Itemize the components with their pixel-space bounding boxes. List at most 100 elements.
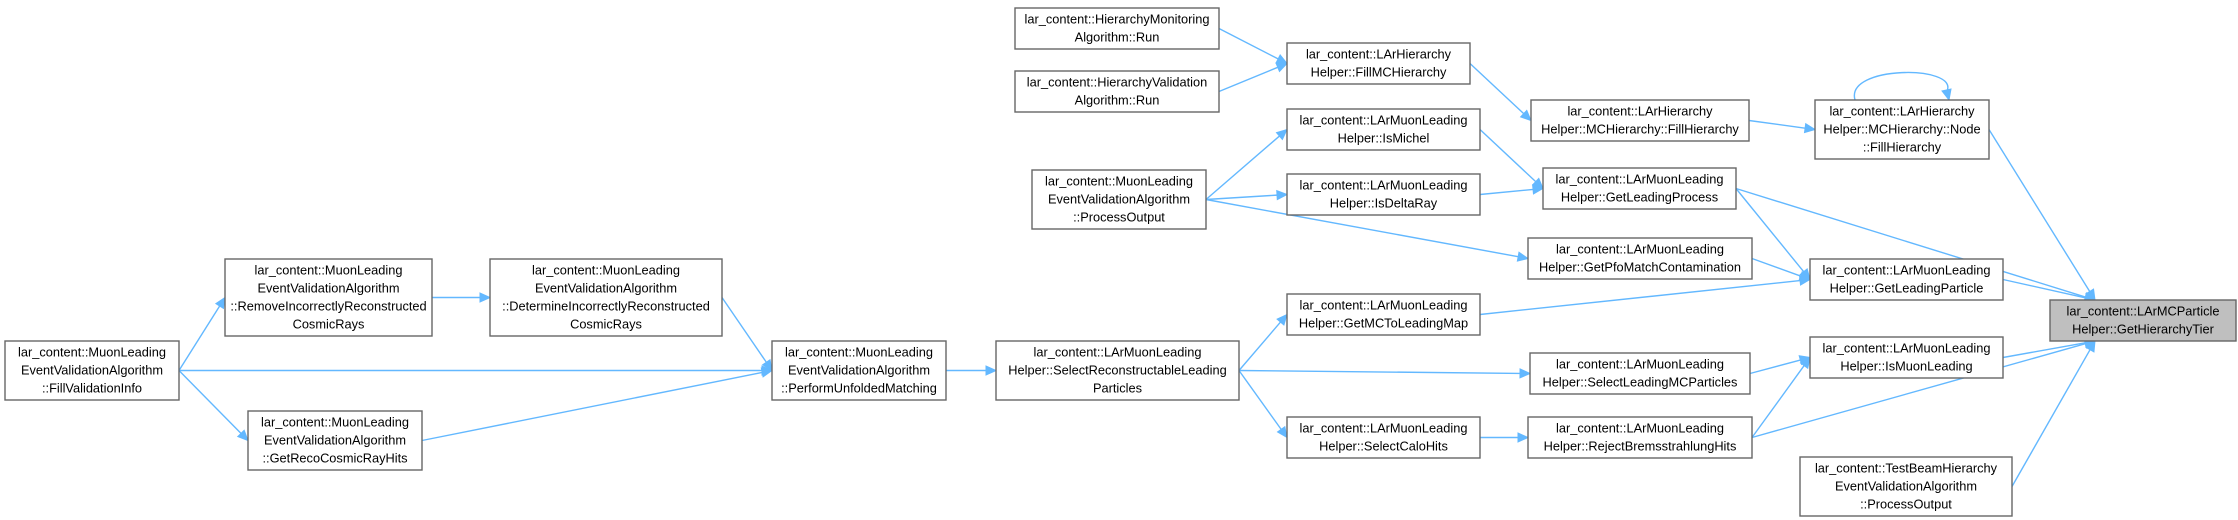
node-label-line: Helper::GetMCToLeadingMap	[1299, 316, 1468, 331]
arrowhead-determineincorrect-to-performunfolded	[761, 358, 773, 372]
node-label-line: lar_content::MuonLeading	[785, 345, 933, 360]
node-label-line: ::ProcessOutput	[1073, 210, 1165, 225]
node-label-line: Helper::GetHierarchyTier	[2072, 322, 2214, 337]
node-label-line: lar_content::LArMCParticle	[2067, 304, 2220, 319]
node-getmctoleading[interactable]: lar_content::LArMuonLeadingHelper::GetMC…	[1286, 293, 1481, 336]
arrowhead-nodefill-self-loop	[1941, 88, 1952, 102]
node-box-getpfomatch	[1527, 237, 1753, 280]
node-box-target	[2049, 299, 2237, 342]
arrowhead-rejectbrems-to-ismuonleading	[1799, 356, 1811, 370]
edge-selectleadingmc-to-ismuonleading	[1749, 359, 1801, 375]
edge-rejectbrems-to-target	[1751, 343, 2086, 439]
node-getleadingparticle[interactable]: lar_content::LArMuonLeadingHelper::GetLe…	[1809, 258, 2004, 301]
node-box-selectleadingmc	[1529, 352, 1751, 395]
edge-selectreconstructable-to-getmctoleading	[1238, 321, 1282, 371]
arrowhead-fillvalinfo-to-removeincorrect	[214, 296, 226, 310]
node-label-line: lar_content::LArMuonLeading	[1300, 421, 1468, 436]
arrowhead-fillvalinfo-to-getrecocosmic	[236, 429, 249, 442]
node-fillvalinfo[interactable]: lar_content::MuonLeadingEventValidationA…	[4, 340, 180, 401]
arrowhead-processoutput-to-ismichel	[1275, 128, 1288, 141]
node-fillmchierarchy[interactable]: lar_content::LArHierarchyHelper::FillMCH…	[1286, 42, 1471, 85]
node-selectleadingmc[interactable]: lar_content::LArMuonLeadingHelper::Selec…	[1529, 352, 1751, 395]
edge-processoutput-to-ismichel	[1205, 135, 1280, 201]
node-label-line: Helper::GetLeadingProcess	[1561, 190, 1718, 205]
arrowhead-hiervalrun-to-fillmchierarchy	[1275, 62, 1289, 73]
node-hiermonrun[interactable]: lar_content::HierarchyMonitoringAlgorith…	[1014, 7, 1220, 50]
node-testbeamprocess[interactable]: lar_content::TestBeamHierarchyEventValid…	[1799, 456, 2013, 517]
node-label-line: EventValidationAlgorithm	[788, 363, 930, 378]
node-label-line: EventValidationAlgorithm	[535, 281, 677, 296]
node-rejectbrems[interactable]: lar_content::LArMuonLeadingHelper::Rejec…	[1527, 416, 1753, 459]
arrowhead-processoutput-to-getpfomatch	[1516, 251, 1530, 262]
call-graph-edges	[178, 27, 2097, 487]
node-box-getleadingprocess	[1542, 167, 1737, 210]
node-label-line: Helper::SelectReconstructableLeading	[1008, 363, 1226, 378]
node-label-line: lar_content::MuonLeading	[255, 263, 403, 278]
node-label-line: Helper::SelectCaloHits	[1319, 439, 1448, 454]
edge-processoutput-to-getpfomatch	[1205, 198, 1519, 258]
node-target[interactable]: lar_content::LArMCParticleHelper::GetHie…	[2049, 299, 2237, 342]
arrowhead-selectreconstructable-to-selectleadingmc	[1519, 368, 1532, 379]
node-label-line: Algorithm::Run	[1075, 30, 1160, 45]
node-box-hiermonrun	[1014, 7, 1220, 50]
node-box-getrecocosmic	[247, 410, 423, 471]
node-getleadingprocess[interactable]: lar_content::LArMuonLeadingHelper::GetLe…	[1542, 167, 1737, 210]
node-label-line: EventValidationAlgorithm	[21, 363, 163, 378]
node-box-fillvalinfo	[4, 340, 180, 401]
arrowhead-getrecocosmic-to-performunfolded	[760, 367, 774, 378]
node-box-determineincorrect	[489, 258, 723, 337]
edge-ismuonleading-to-target	[2002, 342, 2086, 359]
node-getpfomatch[interactable]: lar_content::LArMuonLeadingHelper::GetPf…	[1527, 237, 1753, 280]
arrowhead-selectreconstructable-to-getmctoleading	[1276, 313, 1288, 326]
edge-getleadingparticle-to-target	[2002, 278, 2086, 299]
node-label-line: lar_content::LArHierarchy	[1567, 104, 1713, 119]
node-determineincorrect[interactable]: lar_content::MuonLeadingEventValidationA…	[489, 258, 723, 337]
node-label-line: ::ProcessOutput	[1860, 497, 1952, 512]
node-label-line: Helper::IsMichel	[1338, 131, 1430, 146]
node-box-processoutput	[1031, 169, 1207, 230]
node-label-line: Helper::MCHierarchy::Node	[1823, 122, 1980, 137]
node-ismuonleading[interactable]: lar_content::LArMuonLeadingHelper::IsMuo…	[1809, 336, 2004, 379]
node-processoutput[interactable]: lar_content::MuonLeadingEventValidationA…	[1031, 169, 1207, 230]
edge-testbeamprocess-to-target	[2011, 349, 2091, 487]
node-hiervalrun[interactable]: lar_content::HierarchyValidationAlgorith…	[1014, 70, 1220, 113]
edge-hiermonrun-to-fillmchierarchy	[1218, 27, 1279, 60]
node-label-line: Helper::IsMuonLeading	[1840, 359, 1972, 374]
edge-selectreconstructable-to-selectcalohits	[1238, 370, 1282, 430]
node-label-line: lar_content::LArMuonLeading	[1556, 242, 1724, 257]
node-performunfolded[interactable]: lar_content::MuonLeadingEventValidationA…	[771, 340, 947, 401]
edge-ismichel-to-getleadingprocess	[1479, 128, 1537, 183]
node-label-line: Helper::IsDeltaRay	[1330, 196, 1438, 211]
node-label-line: lar_content::LArMuonLeading	[1034, 345, 1202, 360]
node-box-ismichel	[1286, 108, 1481, 151]
node-label-line: lar_content::HierarchyMonitoring	[1025, 12, 1210, 27]
node-label-line: Helper::GetPfoMatchContamination	[1539, 260, 1741, 275]
node-box-removeincorrect	[224, 258, 433, 337]
node-label-line: ::PerformUnfoldedMatching	[781, 381, 937, 396]
node-label-line: CosmicRays	[570, 317, 642, 332]
node-selectcalohits[interactable]: lar_content::LArMuonLeadingHelper::Selec…	[1286, 416, 1481, 459]
node-label-line: Helper::RejectBremsstrahlungHits	[1544, 439, 1737, 454]
node-selectreconstructable[interactable]: lar_content::LArMuonLeadingHelper::Selec…	[995, 340, 1240, 401]
node-box-ismuonleading	[1809, 336, 2004, 379]
node-box-nodefill	[1814, 99, 1990, 160]
edge-mchierfill-to-nodefill	[1748, 119, 1806, 129]
node-nodefill[interactable]: lar_content::LArHierarchyHelper::MCHiera…	[1814, 99, 1990, 160]
node-box-selectcalohits	[1286, 416, 1481, 459]
arrowhead-selectreconstructable-to-selectcalohits	[1276, 425, 1288, 439]
node-box-fillmchierarchy	[1286, 42, 1471, 85]
node-label-line: ::FillValidationInfo	[42, 381, 142, 396]
node-mchierfill[interactable]: lar_content::LArHierarchyHelper::MCHiera…	[1530, 99, 1750, 142]
node-label-line: ::FillHierarchy	[1863, 140, 1942, 155]
node-label-line: lar_content::LArMuonLeading	[1556, 172, 1724, 187]
node-label-line: ::GetRecoCosmicRayHits	[262, 451, 407, 466]
node-label-line: Helper::GetLeadingParticle	[1830, 281, 1984, 296]
node-getrecocosmic[interactable]: lar_content::MuonLeadingEventValidationA…	[247, 410, 423, 471]
edge-fillmchierarchy-to-mchierfill	[1469, 62, 1525, 115]
node-ismichel[interactable]: lar_content::LArMuonLeadingHelper::IsMic…	[1286, 108, 1481, 151]
node-isdeltaray[interactable]: lar_content::LArMuonLeadingHelper::IsDel…	[1286, 173, 1481, 216]
node-label-line: lar_content::MuonLeading	[18, 345, 166, 360]
node-removeincorrect[interactable]: lar_content::MuonLeadingEventValidationA…	[224, 258, 433, 337]
node-label-line: lar_content::LArMuonLeading	[1823, 263, 1991, 278]
node-box-hiervalrun	[1014, 70, 1220, 113]
